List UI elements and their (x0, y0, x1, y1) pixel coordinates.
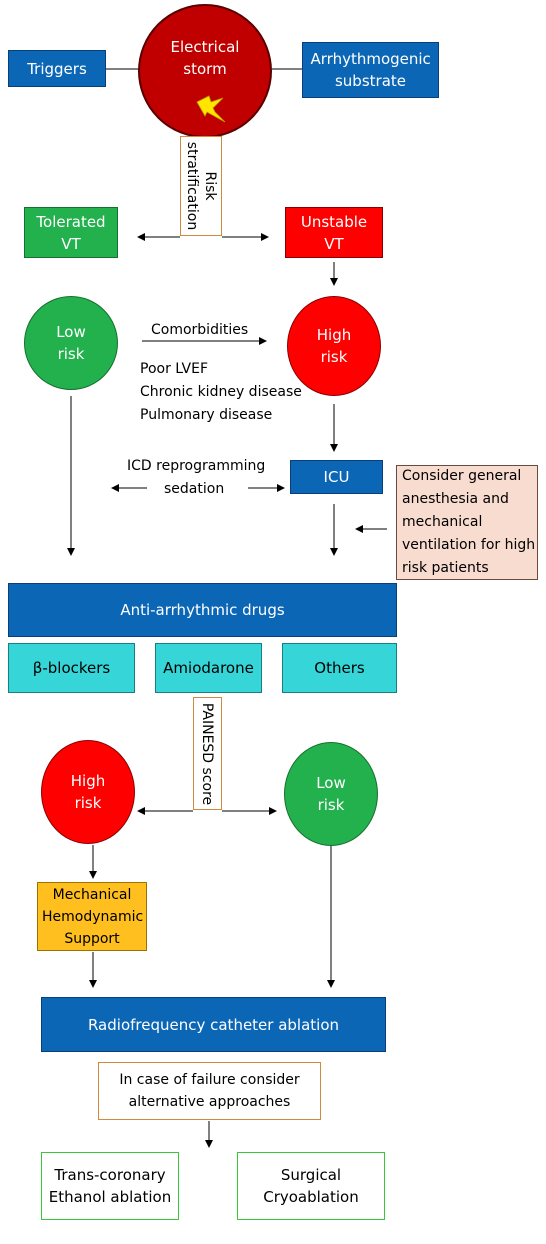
beta-blockers-box: β-blockers (8, 643, 135, 693)
mechanical-support-box: Mechanical Hemodynamic Support (37, 882, 147, 951)
triggers-label: Triggers (27, 59, 87, 78)
high-risk-label-2: High risk (70, 772, 106, 812)
icu-box: ICU (290, 460, 383, 494)
others-box: Others (282, 643, 397, 693)
electrical-storm-label: Electrical storm (170, 38, 240, 78)
high-risk-label-1: High risk (316, 326, 352, 366)
general-anesthesia-label: Consider general anesthesia and mechanic… (402, 468, 536, 576)
comorbidity-item-ckd: Chronic kidney disease (140, 384, 302, 400)
failure-note-box: In case of failure consider alternative … (98, 1062, 321, 1120)
surgical-cryoablation-box: Surgical Cryoablation (237, 1152, 385, 1220)
rf-ablation-box: Radiofrequency catheter ablation (41, 997, 386, 1052)
amiodarone-label: Amiodarone (163, 659, 254, 677)
tolerated-vt-box: Tolerated VT (24, 207, 118, 258)
low-risk-label-1: Low risk (56, 323, 86, 363)
risk-stratification-label: Risk stratification (184, 141, 219, 231)
mechanical-support-label: Mechanical Hemodynamic Support (42, 886, 144, 947)
lightning-bolt-icon (196, 95, 226, 123)
triggers-box: Triggers (8, 50, 106, 87)
high-risk-circle-2: High risk (41, 740, 135, 844)
arrhythmogenic-substrate-label: Arrhythmogenic substrate (310, 50, 431, 90)
low-risk-label-2: Low risk (316, 774, 346, 814)
rf-ablation-label: Radiofrequency catheter ablation (87, 1015, 340, 1034)
icu-label: ICU (323, 468, 350, 486)
trans-coronary-label: Trans-coronary Ethanol ablation (48, 1166, 172, 1206)
trans-coronary-box: Trans-coronary Ethanol ablation (41, 1152, 179, 1220)
arrhythmogenic-substrate-box: Arrhythmogenic substrate (302, 42, 439, 98)
amiodarone-box: Amiodarone (155, 643, 262, 693)
painesd-score-label: PAINESD score (199, 702, 216, 805)
anti-arrhythmic-drugs-box: Anti-arrhythmic drugs (8, 583, 397, 637)
high-risk-circle-1: High risk (287, 296, 381, 396)
painesd-score-box: PAINESD score (193, 697, 222, 810)
low-risk-circle-1: Low risk (24, 296, 118, 390)
low-risk-circle-2: Low risk (284, 742, 378, 846)
failure-note-label: In case of failure consider alternative … (119, 1072, 300, 1110)
anti-arrhythmic-drugs-label: Anti-arrhythmic drugs (120, 601, 285, 619)
tolerated-vt-label: Tolerated VT (36, 212, 106, 253)
unstable-vt-box: Unstable VT (285, 207, 383, 258)
surgical-cryoablation-label: Surgical Cryoablation (263, 1166, 359, 1206)
others-label: Others (314, 659, 365, 677)
comorbidity-item-pulmonary: Pulmonary disease (140, 407, 273, 423)
sedation-label: sedation (164, 481, 225, 497)
comorbidity-item-lvef: Poor LVEF (140, 361, 209, 377)
unstable-vt-label: Unstable VT (300, 212, 368, 253)
general-anesthesia-box: Consider general anesthesia and mechanic… (396, 465, 538, 580)
beta-blockers-label: β-blockers (32, 659, 111, 677)
risk-stratification-box: Risk stratification (180, 136, 222, 236)
icd-reprogramming-label: ICD reprogramming (127, 458, 266, 474)
comorbidities-label: Comorbidities (151, 322, 249, 338)
